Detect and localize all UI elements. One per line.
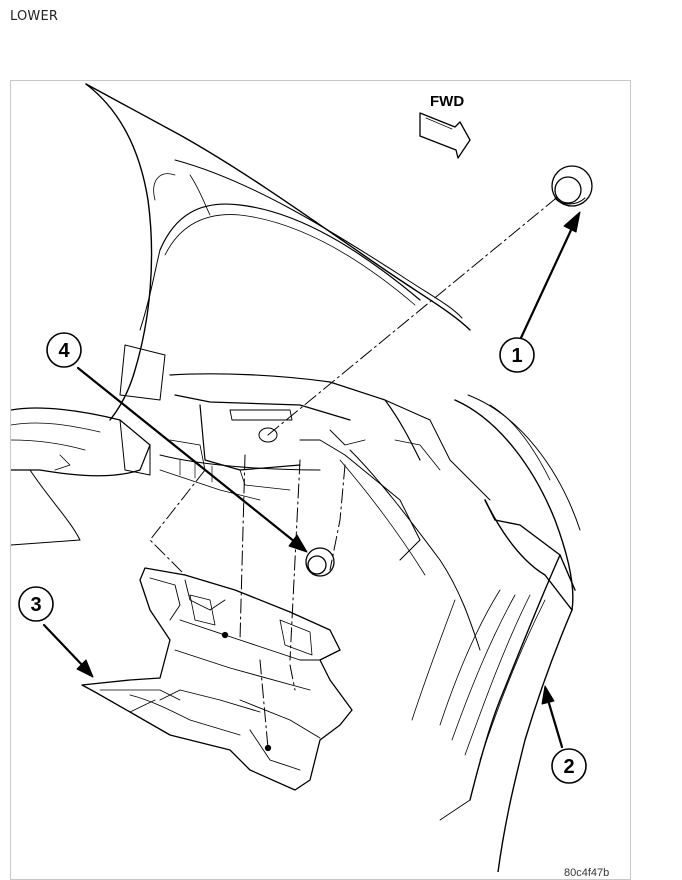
rear-body-structure <box>159 373 491 651</box>
fwd-arrow-icon <box>419 112 471 159</box>
leader-arrows <box>42 211 581 749</box>
callout-circles <box>18 332 587 784</box>
push-pin-fastener-4 <box>305 547 335 577</box>
bumper-fascia <box>411 394 581 872</box>
fwd-label: FWD <box>430 93 464 110</box>
leader-arrow-1 <box>518 226 574 342</box>
leader-arrow-3 <box>42 623 86 669</box>
lower-fascia-shield <box>81 567 353 791</box>
leader-arrow-2 <box>546 698 564 749</box>
callout-label-1: 1 <box>511 345 522 367</box>
alignment-lines <box>149 194 561 749</box>
callout-circle-3 <box>18 586 54 622</box>
callout-label-2: 2 <box>563 756 574 778</box>
quarter-panel-outline <box>85 83 471 421</box>
figure-code: 80c4f47b <box>564 867 609 879</box>
figure-frame <box>10 80 631 880</box>
callout-circle-1 <box>499 337 535 373</box>
callout-label-3: 3 <box>30 594 41 616</box>
rear-body-left <box>11 407 151 546</box>
callout-circle-2 <box>551 748 587 784</box>
section-heading: LOWER <box>10 9 59 24</box>
callout-label-4: 4 <box>58 340 70 362</box>
push-pin-fastener-1 <box>551 165 593 207</box>
callout-circle-4 <box>46 332 82 368</box>
leader-arrow-4 <box>76 366 297 544</box>
